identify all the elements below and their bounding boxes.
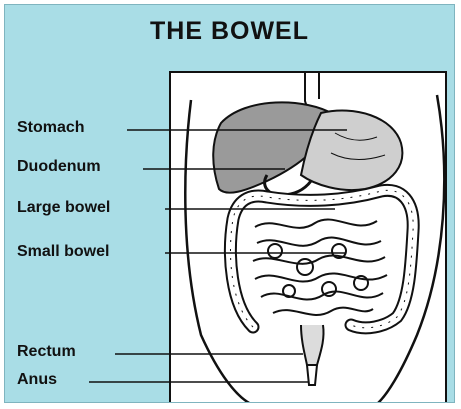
stomach	[301, 111, 402, 191]
small-bowel	[253, 220, 387, 315]
label-duodenum: Duodenum	[17, 158, 101, 176]
label-rectum: Rectum	[17, 343, 76, 361]
label-small-bowel: Small bowel	[17, 243, 109, 261]
label-large-bowel: Large bowel	[17, 199, 110, 217]
rectum	[301, 325, 324, 365]
label-stomach: Stomach	[17, 119, 85, 137]
bowel-figure: THE BOWEL	[4, 4, 455, 403]
label-anus: Anus	[17, 371, 57, 389]
